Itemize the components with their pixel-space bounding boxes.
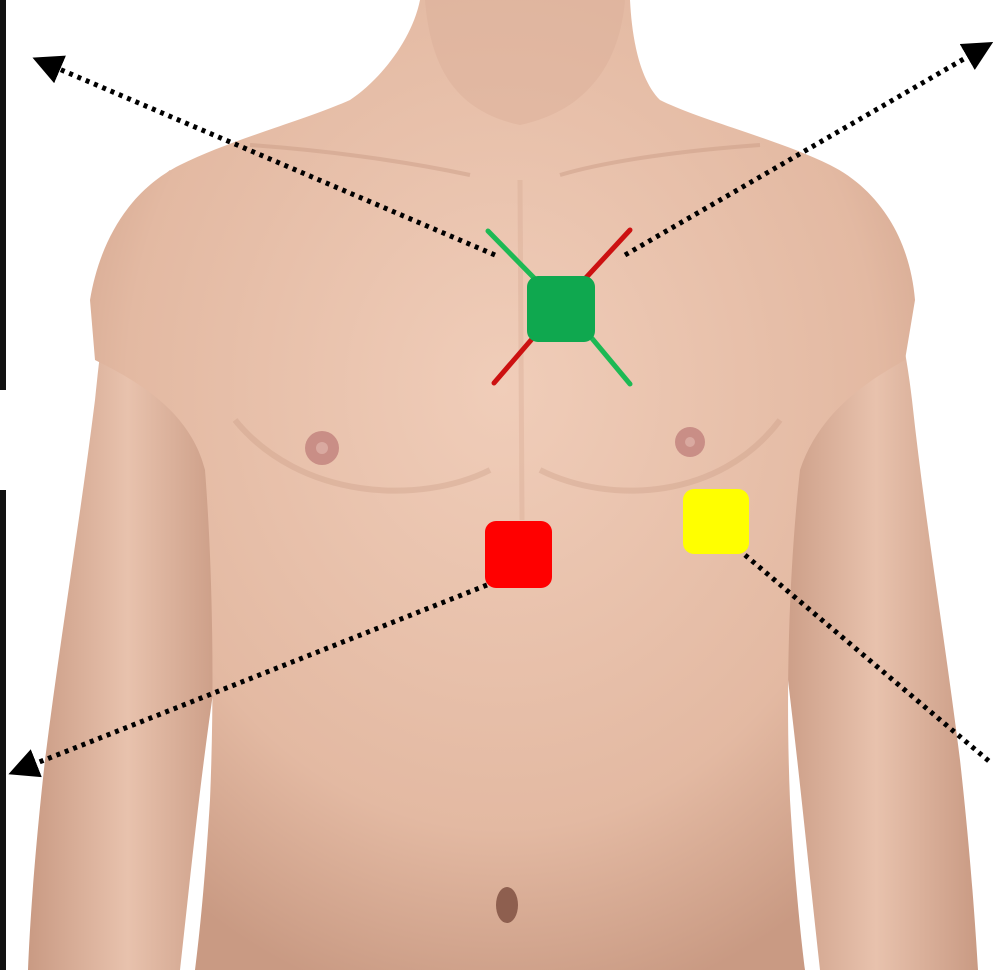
- left-border-bar-bottom: [0, 490, 6, 970]
- navel: [496, 887, 518, 923]
- green-electrode: [527, 276, 595, 342]
- red-electrode: [485, 521, 552, 588]
- torso: [90, 0, 915, 970]
- torso-figure: [28, 0, 978, 970]
- yellow-electrode: [683, 489, 749, 554]
- left-nipple-center: [316, 442, 328, 454]
- left-border-bar-top: [0, 0, 6, 390]
- right-nipple-center: [685, 437, 695, 447]
